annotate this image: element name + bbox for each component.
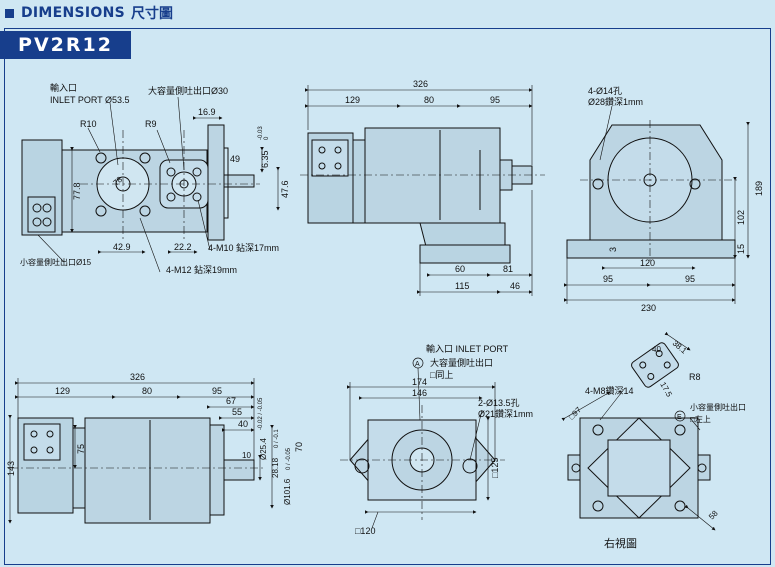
dim-77-8: 77.8 [72, 182, 82, 200]
header-title-cjk: 尺寸圖 [131, 6, 174, 22]
front-view-dims [37, 96, 280, 273]
flange-view-labels: 輸入口 INLET PORT A 大容量側吐出口 □同上 174 146 2-Ø… [355, 343, 533, 536]
dim-326-bottom: 326 [130, 372, 145, 382]
flange-same-top: □同上 [430, 370, 453, 380]
mark-a-circle [412, 357, 424, 369]
dim-95-top: 95 [490, 95, 500, 105]
flange-view-dims [347, 367, 496, 529]
dim-174: 174 [412, 377, 427, 387]
dim-75: 75 [76, 444, 86, 454]
dim-326-top: 326 [413, 79, 428, 89]
mark-e-circle [674, 410, 686, 422]
front-view [21, 124, 260, 241]
dim-143: 143 [6, 461, 16, 476]
dim-81: 81 [503, 264, 513, 274]
flange-cbore: Ø21鑽深1mm [478, 408, 533, 419]
dim-58: 58 [707, 508, 720, 521]
side-view-top-dims [305, 85, 533, 296]
m10-label: 4-M10 鉆深17mm [208, 242, 279, 253]
dim-230: 230 [641, 303, 656, 313]
dim-38-1: 38.1 [671, 339, 689, 356]
right-view-caption: 右視圖 [604, 536, 637, 550]
dim-22-2: 22.2 [174, 242, 192, 252]
dim-6-35-tol-top: -0.03 [258, 126, 264, 140]
dim-46: 46 [510, 281, 520, 291]
r10-label: R10 [80, 119, 97, 129]
m12-label: 4-M12 鉆深19mm [166, 264, 237, 275]
section-header: DIMENSIONS 尺寸圖 [0, 0, 775, 26]
flange-holes: 2-Ø13.5孔 [478, 398, 520, 408]
side-view-top [300, 127, 545, 264]
inlet-cjk-label: 輸入口 [50, 82, 77, 93]
dim-25-4-tol: -0.02 / -0.05 [258, 397, 264, 430]
right-view-dims [561, 331, 716, 531]
inlet-port-label: INLET PORT Ø53.5 [50, 95, 130, 105]
r8-label: R8 [689, 372, 701, 382]
dim-16-9: 16.9 [198, 107, 216, 117]
dim-47-6: 47.6 [280, 180, 290, 198]
dim-95-bottom: 95 [212, 386, 222, 396]
right-same-top: □左上 [690, 414, 711, 424]
dim-95-foot-b: 95 [685, 274, 695, 284]
dim-28-18-tol: 0 / -0.1 [274, 429, 280, 448]
dim-10: 10 [242, 451, 251, 460]
foot-view [566, 120, 740, 262]
dim-49: 49 [230, 154, 240, 164]
foot-view-dims [564, 105, 750, 304]
dim-55: 55 [232, 407, 242, 417]
large-outlet-label: 大容量側吐出口Ø30 [148, 85, 228, 96]
foot-cbore-label: Ø28鑽深1mm [588, 96, 643, 107]
right-small-outlet: 小容量側吐出口 [690, 402, 746, 412]
dim-146: 146 [412, 388, 427, 398]
dim-70: 70 [294, 442, 304, 452]
dim-6-35: 6.35 [260, 150, 270, 168]
dim-40-bottom: 40 [238, 419, 248, 429]
right-view [567, 342, 711, 519]
model-badge: PV2R12 [0, 31, 131, 59]
dim-25-4: Ø25.4 [259, 438, 268, 460]
dim-80-top: 80 [424, 95, 434, 105]
dim-40-right: 40 [652, 345, 661, 354]
flange-view [340, 405, 505, 520]
side-view-bottom [10, 417, 265, 524]
dim-102: 102 [736, 210, 746, 225]
dim-42-9: 42.9 [113, 242, 131, 252]
mark-a: A [415, 361, 420, 368]
dim-101-6: Ø101.6 [283, 478, 292, 505]
dim-95-foot-a: 95 [603, 274, 613, 284]
dim-15: 15 [736, 244, 746, 254]
header-title: DIMENSIONS [21, 5, 126, 21]
side-view-top-labels: 326 129 80 95 60 81 115 46 [345, 79, 520, 291]
flange-inlet-label: 輸入口 INLET PORT [426, 343, 509, 354]
dim-80-bottom: 80 [142, 386, 152, 396]
dim-67: 67 [226, 396, 236, 406]
dim-120-foot: 120 [640, 258, 655, 268]
dim-3: 3 [608, 247, 618, 252]
dim-101-6-tol: 0 / -0.05 [286, 447, 292, 470]
dim-120-flange: □120 [355, 526, 375, 536]
dim-129-top: 129 [345, 95, 360, 105]
foot-view-labels: 4-Ø14孔 Ø28鑽深1mm 189 102 15 3 120 95 95 2… [588, 86, 764, 313]
r9-label: R9 [145, 119, 157, 129]
header-bullet-icon [5, 8, 14, 18]
drawing-frame [4, 28, 771, 565]
dim-125: □125 [490, 458, 500, 478]
side-view-bottom-labels: 326 129 80 95 67 55 40 143 75 Ø25.4 -0.0… [6, 372, 304, 505]
dim-115: 115 [455, 281, 469, 291]
flange-large-outlet: 大容量側吐出口 [430, 357, 493, 368]
dim-189: 189 [754, 181, 764, 196]
front-view-labels: 輸入口 INLET PORT Ø53.5 大容量側吐出口Ø30 R10 R9 1… [20, 82, 290, 275]
dim-28-18: 28.18 [271, 457, 280, 478]
dim-60: 60 [455, 264, 465, 274]
small-outlet-label: 小容量側吐出口Ø15 [20, 257, 92, 267]
foot-holes-label: 4-Ø14孔 [588, 86, 622, 96]
side-view-bottom-dims [8, 378, 274, 524]
dim-129-bottom: 129 [55, 386, 70, 396]
dim-17-5: 17.5 [658, 381, 674, 399]
dim-6-35-tol-bot: 0 [264, 136, 270, 140]
m8-label: 4-M8鑽深14 [585, 385, 634, 396]
mark-e: E [677, 414, 682, 421]
